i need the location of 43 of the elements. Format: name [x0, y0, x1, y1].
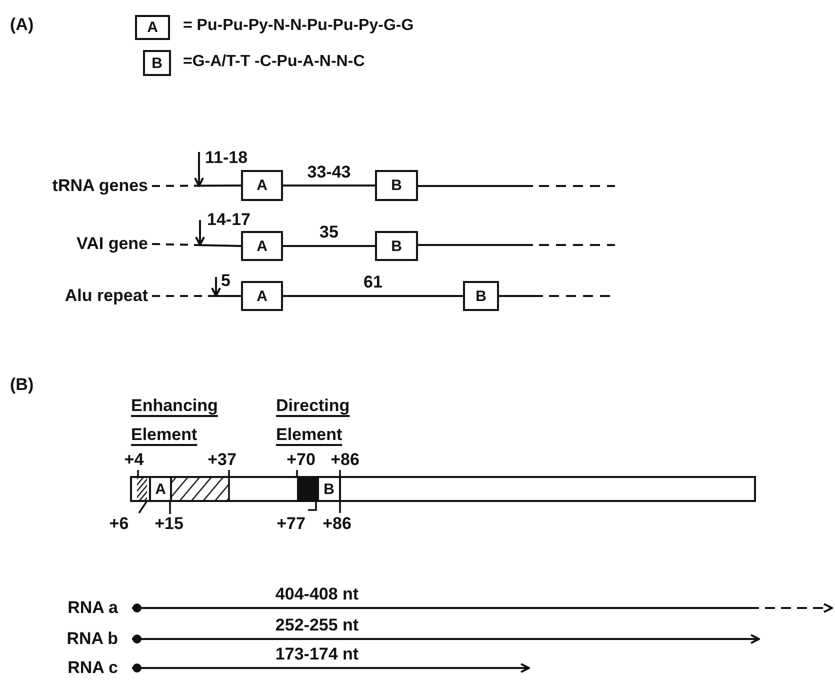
connecting-line	[283, 184, 375, 186]
rna-label: RNA b	[40, 627, 132, 651]
strand-line	[152, 243, 242, 247]
position-number: 11-18	[205, 148, 248, 168]
position-number: 14-17	[207, 210, 250, 230]
strand-line	[152, 184, 241, 187]
promoter-box: B	[375, 231, 418, 261]
position-number: +70	[286, 450, 316, 470]
promoter-box: B	[375, 170, 418, 201]
row-label: Alu repeat	[5, 284, 152, 308]
panel-label: (B)	[10, 375, 34, 395]
position-number: +15	[154, 514, 184, 534]
promoter-box: B	[317, 478, 341, 500]
position-number: +4	[124, 450, 144, 470]
motif-box: A	[135, 15, 170, 40]
row-label: tRNA genes	[5, 174, 152, 198]
sequence-text: = Pu-Pu-Py-N-N-Pu-Pu-Py-G-G	[183, 17, 414, 35]
connecting-line	[283, 295, 463, 297]
gene-bar	[130, 476, 756, 502]
strand-line	[152, 295, 241, 297]
transcript-arrow	[132, 663, 530, 673]
panel-label: (A)	[10, 15, 34, 35]
position-number: +86	[330, 450, 360, 470]
transcript-arrow	[132, 603, 833, 613]
position-number: +77	[276, 514, 306, 534]
rna-label: RNA a	[40, 596, 132, 620]
promoter-box: A	[241, 170, 283, 201]
promoter-box: A	[241, 281, 283, 311]
rna-label: RNA c	[40, 656, 132, 680]
region-heading: Enhancing Element	[131, 395, 219, 446]
promoter-box: A	[241, 231, 283, 261]
sequence-text: =G-A/T-T -C-Pu-A-N-N-C	[183, 53, 365, 71]
connecting-line	[283, 245, 375, 247]
position-number: +86	[322, 514, 352, 534]
position-number: +6	[109, 514, 129, 534]
promoter-box: A	[149, 478, 172, 500]
position-number: 5	[221, 271, 230, 291]
region-heading: Directing Element	[276, 395, 351, 446]
position-number: +37	[208, 450, 236, 470]
row-label: VAI gene	[5, 232, 152, 256]
promoter-box: B	[463, 281, 499, 311]
transcript-arrow	[132, 634, 760, 644]
motif-box: B	[143, 50, 171, 76]
